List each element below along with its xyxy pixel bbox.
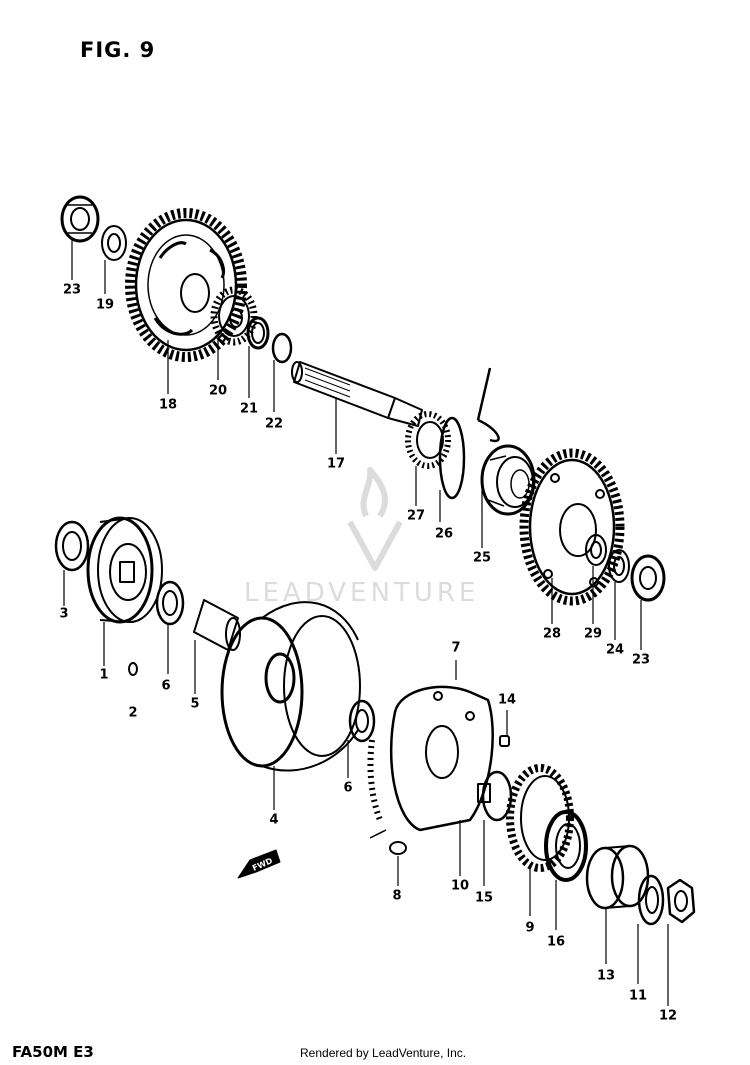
callout-12: 12 — [658, 1008, 678, 1024]
watermark-text: LEADVENTURE — [244, 578, 480, 608]
callout-9: 9 — [525, 920, 535, 936]
ring-16 — [544, 810, 588, 882]
oil-seal-23-right — [630, 554, 666, 602]
callout-23-right: 23 — [631, 652, 651, 668]
drive-pulley-1 — [86, 516, 163, 624]
callout-18: 18 — [158, 397, 178, 413]
clutch-drum-4 — [220, 601, 361, 772]
washer-6-right — [348, 699, 376, 743]
circlip-22 — [271, 332, 293, 364]
callout-14: 14 — [497, 692, 517, 708]
washer-19 — [101, 225, 127, 261]
callout-19: 19 — [95, 297, 115, 313]
callout-22: 22 — [264, 416, 284, 432]
washer-3 — [54, 520, 90, 572]
callout-11: 11 — [628, 988, 648, 1004]
gear-9 — [506, 764, 574, 872]
callout-21: 21 — [239, 401, 259, 417]
callout-10: 10 — [450, 878, 470, 894]
callout-6-left: 6 — [161, 678, 171, 694]
nut-12 — [666, 878, 696, 924]
washer-24 — [608, 549, 630, 583]
figure-title: FIG. 9 — [80, 38, 156, 62]
callout-7: 7 — [451, 640, 461, 656]
callout-4: 4 — [269, 812, 279, 828]
callout-29: 29 — [583, 626, 603, 642]
key-2 — [128, 662, 138, 676]
callout-26: 26 — [434, 526, 454, 542]
model-code: FA50M E3 — [12, 1043, 94, 1061]
oil-seal-23-top — [60, 195, 100, 243]
callout-20: 20 — [208, 383, 228, 399]
callout-25: 25 — [472, 550, 492, 566]
washer-29 — [585, 534, 607, 566]
callout-15: 15 — [474, 890, 494, 906]
clutch-carrier-7 — [367, 685, 494, 832]
large-gear-18 — [125, 208, 247, 362]
callout-6-right: 6 — [343, 780, 353, 796]
callout-17: 17 — [326, 456, 346, 472]
washer-6-left — [155, 580, 185, 626]
forward-arrow-icon — [237, 849, 281, 879]
callout-23-top: 23 — [62, 282, 82, 298]
roller-14 — [499, 735, 510, 747]
washer-21 — [246, 316, 270, 350]
pinion-gear-27 — [405, 411, 451, 469]
callout-8: 8 — [392, 888, 402, 904]
callout-13: 13 — [596, 968, 616, 984]
callout-28: 28 — [542, 626, 562, 642]
callout-27: 27 — [406, 508, 426, 524]
callout-2: 2 — [128, 705, 138, 721]
hub-15 — [477, 770, 513, 822]
small-gear-20 — [210, 286, 258, 346]
callout-24: 24 — [605, 642, 625, 658]
pin-8 — [369, 829, 407, 855]
washer-11 — [637, 874, 665, 926]
callout-1: 1 — [99, 667, 109, 683]
spring-clip-26 — [438, 367, 500, 500]
callout-5: 5 — [190, 696, 200, 712]
leader-lines — [63, 240, 669, 1006]
callout-16: 16 — [546, 934, 566, 950]
countershaft-17 — [291, 361, 423, 427]
footer-credit: Rendered by LeadVenture, Inc. — [300, 1046, 467, 1060]
watermark-logo — [347, 467, 403, 571]
large-gear-28 — [519, 448, 625, 606]
callout-3: 3 — [59, 606, 69, 622]
